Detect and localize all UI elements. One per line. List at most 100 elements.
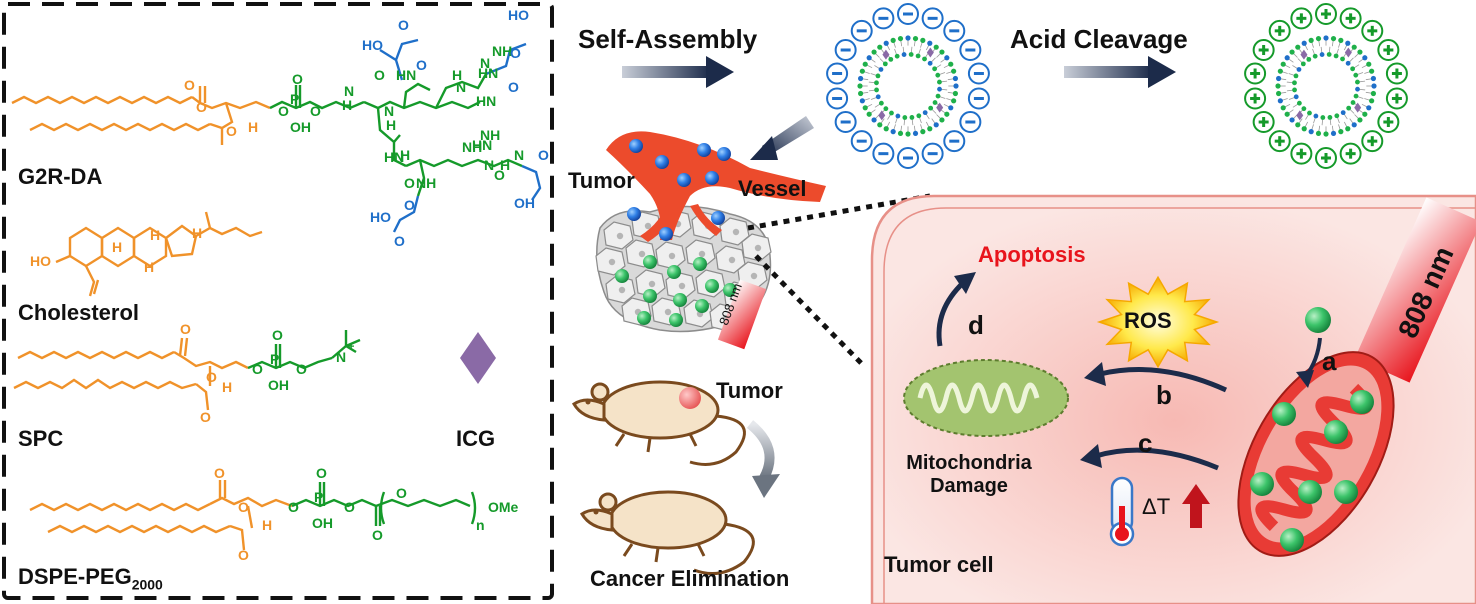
molecule-label-dspe-peg: DSPE-PEG2000	[18, 564, 163, 593]
svg-text:O: O	[206, 369, 217, 385]
svg-text:O: O	[226, 123, 237, 139]
mito-damage-line1: Mitochondria	[906, 452, 1032, 474]
blue-nanoparticle	[677, 173, 691, 187]
svg-text:H: H	[150, 227, 160, 243]
svg-text:O: O	[398, 17, 409, 33]
svg-text:H: H	[342, 97, 352, 113]
icg-diamond-icon	[882, 49, 890, 60]
spc-structure	[13, 337, 249, 411]
icg-diamond-icon	[1296, 110, 1304, 121]
laser-beam-small	[717, 279, 767, 350]
mito-nanoparticle	[1334, 480, 1358, 504]
svg-text:HO: HO	[508, 7, 529, 23]
svg-text:NH: NH	[416, 175, 436, 191]
svg-text:NH: NH	[492, 43, 512, 59]
arrow-a	[1296, 337, 1322, 388]
svg-text:H: H	[386, 117, 396, 133]
svg-text:N: N	[480, 55, 490, 71]
svg-text:+: +	[348, 341, 354, 353]
svg-text:N: N	[484, 157, 494, 173]
delta-t-label: ΔT	[1142, 494, 1171, 519]
svg-text:O: O	[396, 485, 407, 501]
ros-label: ROS	[1124, 308, 1172, 333]
arrow-c	[1080, 444, 1219, 471]
svg-text:H: H	[452, 67, 462, 83]
svg-text:O: O	[538, 147, 549, 163]
svg-text:N: N	[514, 147, 524, 163]
svg-text:O: O	[508, 79, 519, 95]
svg-text:O: O	[288, 499, 299, 515]
tumor-label: Tumor	[568, 168, 635, 193]
to-vessel-arrow	[750, 116, 814, 160]
svg-text:O: O	[200, 409, 211, 425]
dspe-peg-structure	[29, 480, 293, 551]
negative-liposome	[826, 3, 990, 169]
svg-text:OH: OH	[290, 119, 311, 135]
svg-text:N: N	[336, 349, 346, 365]
laser-beam-large	[1354, 197, 1476, 383]
green-nanoparticle	[673, 293, 687, 307]
svg-text:O: O	[404, 197, 415, 213]
icg-diamond-icon	[936, 102, 944, 113]
icg-diamond-icon	[1354, 102, 1362, 113]
svg-text:O: O	[214, 465, 225, 481]
molecule-label-cholesterol: Cholesterol	[18, 300, 140, 325]
damaged-mitochondrion-icon	[903, 359, 1069, 437]
cancer-elimination-label: Cancer Elimination	[590, 566, 790, 591]
svg-text:OH: OH	[312, 515, 333, 531]
svg-text:HN: HN	[472, 137, 492, 153]
mito-nanoparticle	[1250, 472, 1274, 496]
svg-text:H: H	[262, 517, 272, 533]
temperature-up-arrow-icon	[1182, 484, 1210, 528]
icg-diamond-icon	[926, 47, 934, 58]
thermometer-icon	[1109, 476, 1135, 547]
mouse-with-tumor-icon	[572, 380, 746, 466]
mitochondria-damage-label: Mitochondria Damage	[884, 452, 1054, 498]
blue-nanoparticle	[705, 171, 719, 185]
svg-text:O: O	[374, 67, 385, 83]
healed-mouse-icon	[580, 490, 755, 576]
svg-text:H: H	[500, 157, 510, 173]
mito-damage-line2: Damage	[930, 475, 1008, 497]
svg-text:HN: HN	[476, 93, 496, 109]
svg-text:H: H	[192, 225, 202, 241]
svg-text:O: O	[372, 527, 383, 543]
svg-text:OH: OH	[514, 195, 535, 211]
svg-text:HN: HN	[384, 149, 404, 165]
tumor-cell-label: Tumor cell	[884, 552, 994, 577]
blue-nanoparticle	[711, 211, 725, 225]
blue-nanoparticle	[717, 147, 731, 161]
icg-diamond-icon	[1344, 47, 1352, 58]
svg-text:P: P	[290, 91, 299, 107]
svg-text:H: H	[144, 259, 154, 275]
svg-text:H: H	[400, 147, 410, 163]
blue-nanoparticle	[697, 143, 711, 157]
ros-burst-icon	[1096, 275, 1220, 369]
green-nanoparticle	[615, 269, 629, 283]
svg-text:O: O	[316, 465, 327, 481]
blue-nanoparticle	[627, 207, 641, 221]
svg-text:O: O	[344, 499, 355, 515]
svg-text:OMe: OMe	[488, 499, 519, 515]
svg-text:P: P	[270, 351, 279, 367]
blue-nanoparticle	[655, 155, 669, 169]
svg-text:NH: NH	[480, 127, 500, 143]
svg-text:HO: HO	[370, 209, 391, 225]
g2r-da-atom-labels: O O O H O O P OH O N H O N H HN H N HN H…	[184, 7, 549, 249]
svg-text:O: O	[292, 71, 303, 87]
arrow-b	[1084, 362, 1228, 393]
step-label-c: c	[1138, 428, 1153, 458]
step-label-b: b	[1156, 380, 1172, 410]
entering-nanoparticle	[1305, 307, 1331, 333]
positive-liposome	[1244, 3, 1408, 169]
green-nanoparticle	[723, 283, 737, 297]
mitochondria-nanoparticles	[1250, 390, 1374, 552]
zoom-line-bottom	[754, 254, 864, 366]
tumor-nanoparticles	[615, 255, 737, 327]
acid-cleavage-label: Acid Cleavage	[1010, 24, 1188, 54]
arrow-d	[936, 272, 976, 347]
mito-nanoparticle	[1350, 390, 1374, 414]
mito-nanoparticle	[1298, 480, 1322, 504]
